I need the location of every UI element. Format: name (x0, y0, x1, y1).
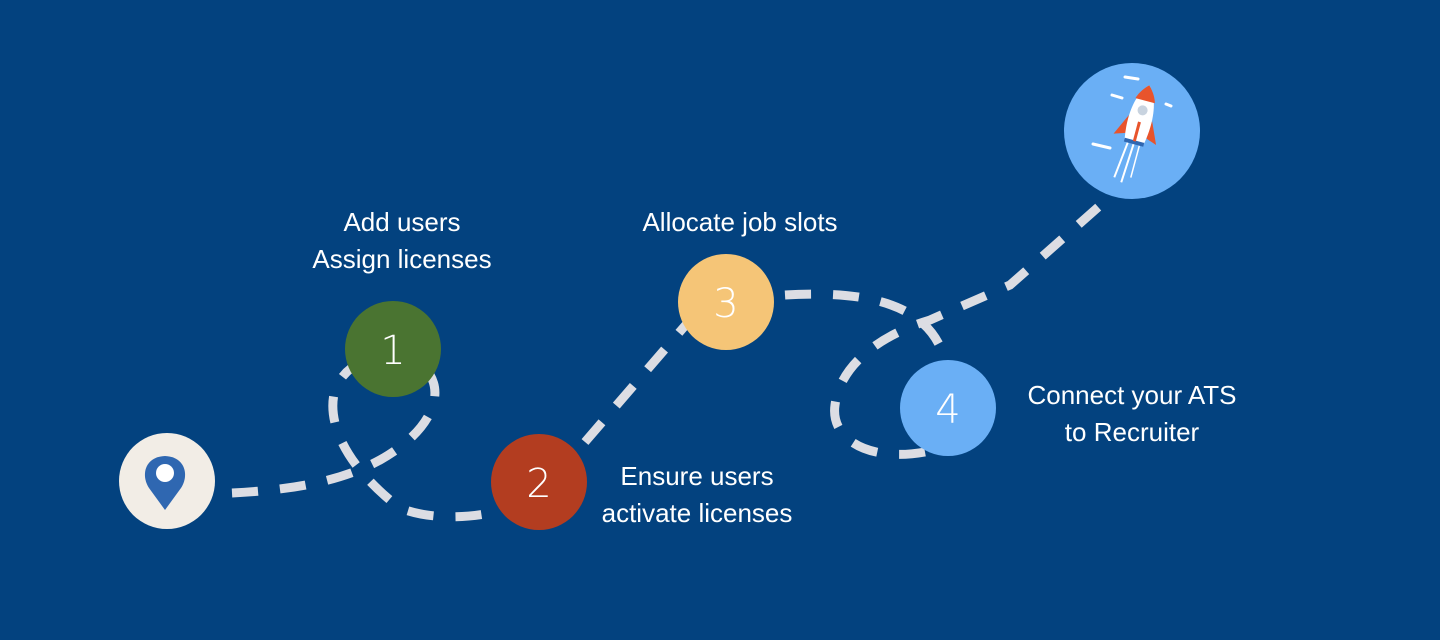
rocket-badge (1064, 63, 1200, 199)
step-1-label: Add users Assign licenses (312, 204, 491, 278)
step-1-line-2: Assign licenses (312, 244, 492, 274)
step-4-number: 4 (935, 387, 960, 433)
step-3-number: 3 (713, 281, 738, 327)
step-4-line-1: Connect your ATS (1027, 380, 1237, 410)
step-1-number: 1 (380, 328, 405, 374)
step-2-label: Ensure users activate licenses (602, 458, 793, 532)
step-1-line-1: Add users (343, 207, 461, 237)
step-4-label: Connect your ATS to Recruiter (1027, 377, 1236, 451)
step-2-line-1: Ensure users (620, 461, 774, 491)
step-2-circle: 2 (491, 434, 587, 530)
step-4-line-2: to Recruiter (1064, 417, 1200, 447)
step-1-circle: 1 (345, 301, 441, 397)
step-4-circle: 4 (900, 360, 996, 456)
start-marker (119, 433, 215, 529)
step-2-number: 2 (526, 461, 551, 507)
step-2-line-2: activate licenses (601, 498, 793, 528)
step-3-circle: 3 (678, 254, 774, 350)
step-3-line-1: Allocate job slots (642, 207, 838, 237)
cloud-icon (1091, 75, 1173, 150)
step-3-label: Allocate job slots (642, 204, 837, 241)
location-pin-icon (144, 456, 186, 510)
